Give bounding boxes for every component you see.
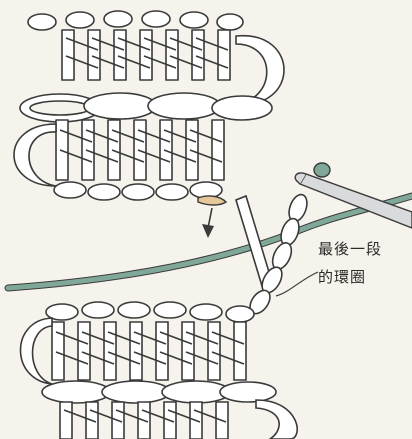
mid-stitch-columns bbox=[56, 120, 224, 180]
lower-right-loop bbox=[256, 400, 297, 439]
upper-bottom-chain bbox=[54, 182, 222, 200]
upper-stitch-columns bbox=[62, 30, 230, 80]
lower-fabric bbox=[21, 302, 298, 439]
upper-right-loop bbox=[236, 36, 284, 105]
lower-stitch-columns bbox=[52, 322, 246, 380]
lower-ring bbox=[42, 381, 276, 403]
callout-label-line-2: 的環圈 bbox=[318, 266, 408, 287]
marker-stitch bbox=[198, 196, 226, 205]
upper-left-loop bbox=[14, 124, 56, 186]
insertion-arrow bbox=[208, 208, 212, 228]
upper-fabric bbox=[14, 11, 284, 200]
arrow-head bbox=[202, 224, 214, 238]
callout-label-line-1: 最後一段 bbox=[318, 238, 408, 259]
middle-ring bbox=[20, 93, 272, 122]
crochet-hook bbox=[295, 163, 412, 228]
lower-top-chain bbox=[46, 302, 254, 322]
lower-left-loop bbox=[21, 318, 53, 384]
bottom-stitch-columns bbox=[60, 402, 228, 439]
last-round-loop bbox=[236, 192, 310, 317]
top-chain-row bbox=[28, 11, 243, 30]
